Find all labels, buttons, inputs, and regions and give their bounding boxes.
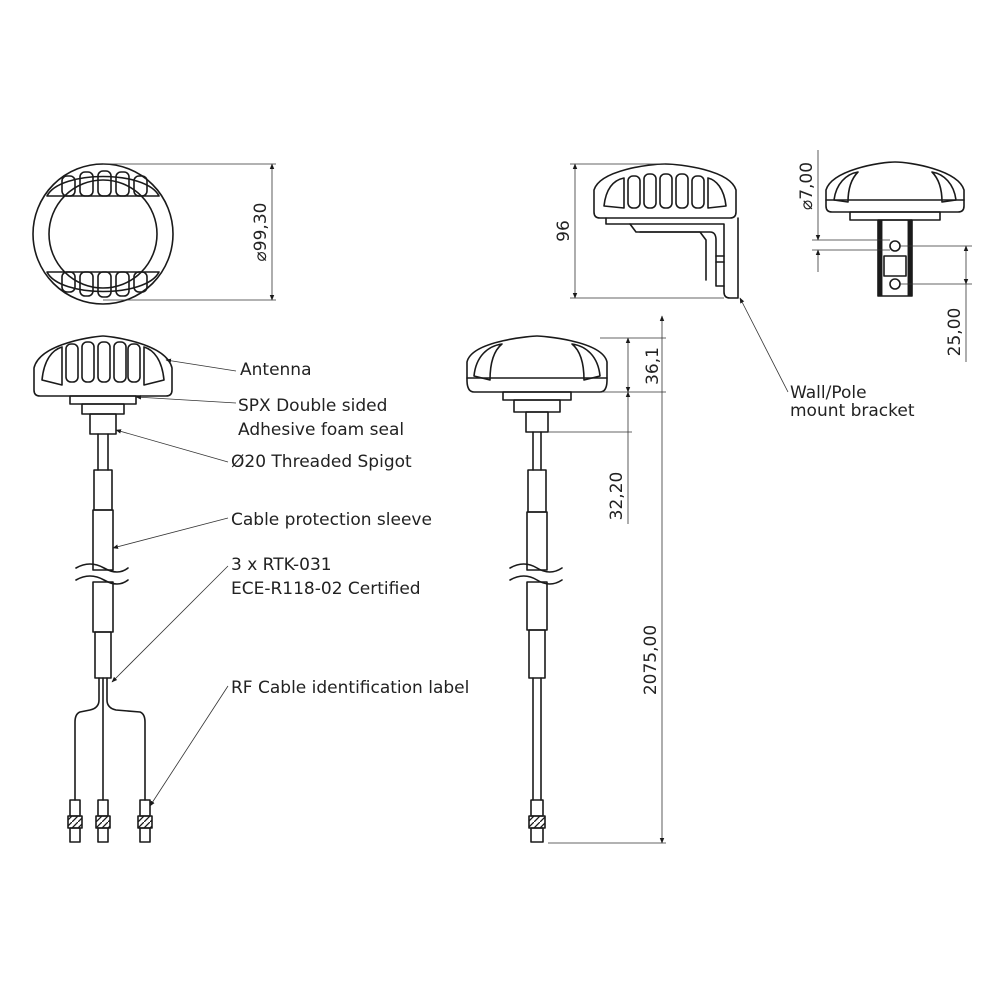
label-bracket-line2: mount bracket xyxy=(790,401,915,421)
hole-spacing-dim: 25,00 xyxy=(945,308,965,357)
left-side-view xyxy=(33,335,173,843)
cable-length-dim: 2075,00 xyxy=(641,625,661,695)
bracket-front-view: ⌀7,00 25,00 xyxy=(797,150,972,362)
spigot-length-dim: 32,20 xyxy=(607,472,627,521)
antenna-height-dim: 36,1 xyxy=(643,347,663,385)
label-seal-line1: SPX Double sided xyxy=(238,396,387,416)
label-certified-line1: 3 x RTK-031 xyxy=(231,555,332,575)
label-spigot: Ø20 Threaded Spigot xyxy=(231,452,412,472)
diameter-hole-dim: ⌀7,00 xyxy=(797,162,817,210)
label-sleeve: Cable protection sleeve xyxy=(231,510,432,530)
height-bracket-dim: 96 xyxy=(554,220,574,242)
label-bracket-line1: Wall/Pole xyxy=(790,383,867,403)
label-certified-line2: ECE-R118-02 Certified xyxy=(231,579,421,599)
label-rf-cable: RF Cable identification label xyxy=(231,678,469,698)
callouts: Antenna SPX Double sided Adhesive foam s… xyxy=(111,297,915,807)
diameter-top-dim: ⌀99,30 xyxy=(251,203,271,262)
bracket-side-view: 96 xyxy=(554,163,739,299)
center-side-view: 36,1 32,20 2075,00 xyxy=(466,315,666,844)
label-seal-line2: Adhesive foam seal xyxy=(238,420,404,440)
label-antenna: Antenna xyxy=(240,360,312,380)
top-view: ⌀99,30 xyxy=(32,163,276,305)
